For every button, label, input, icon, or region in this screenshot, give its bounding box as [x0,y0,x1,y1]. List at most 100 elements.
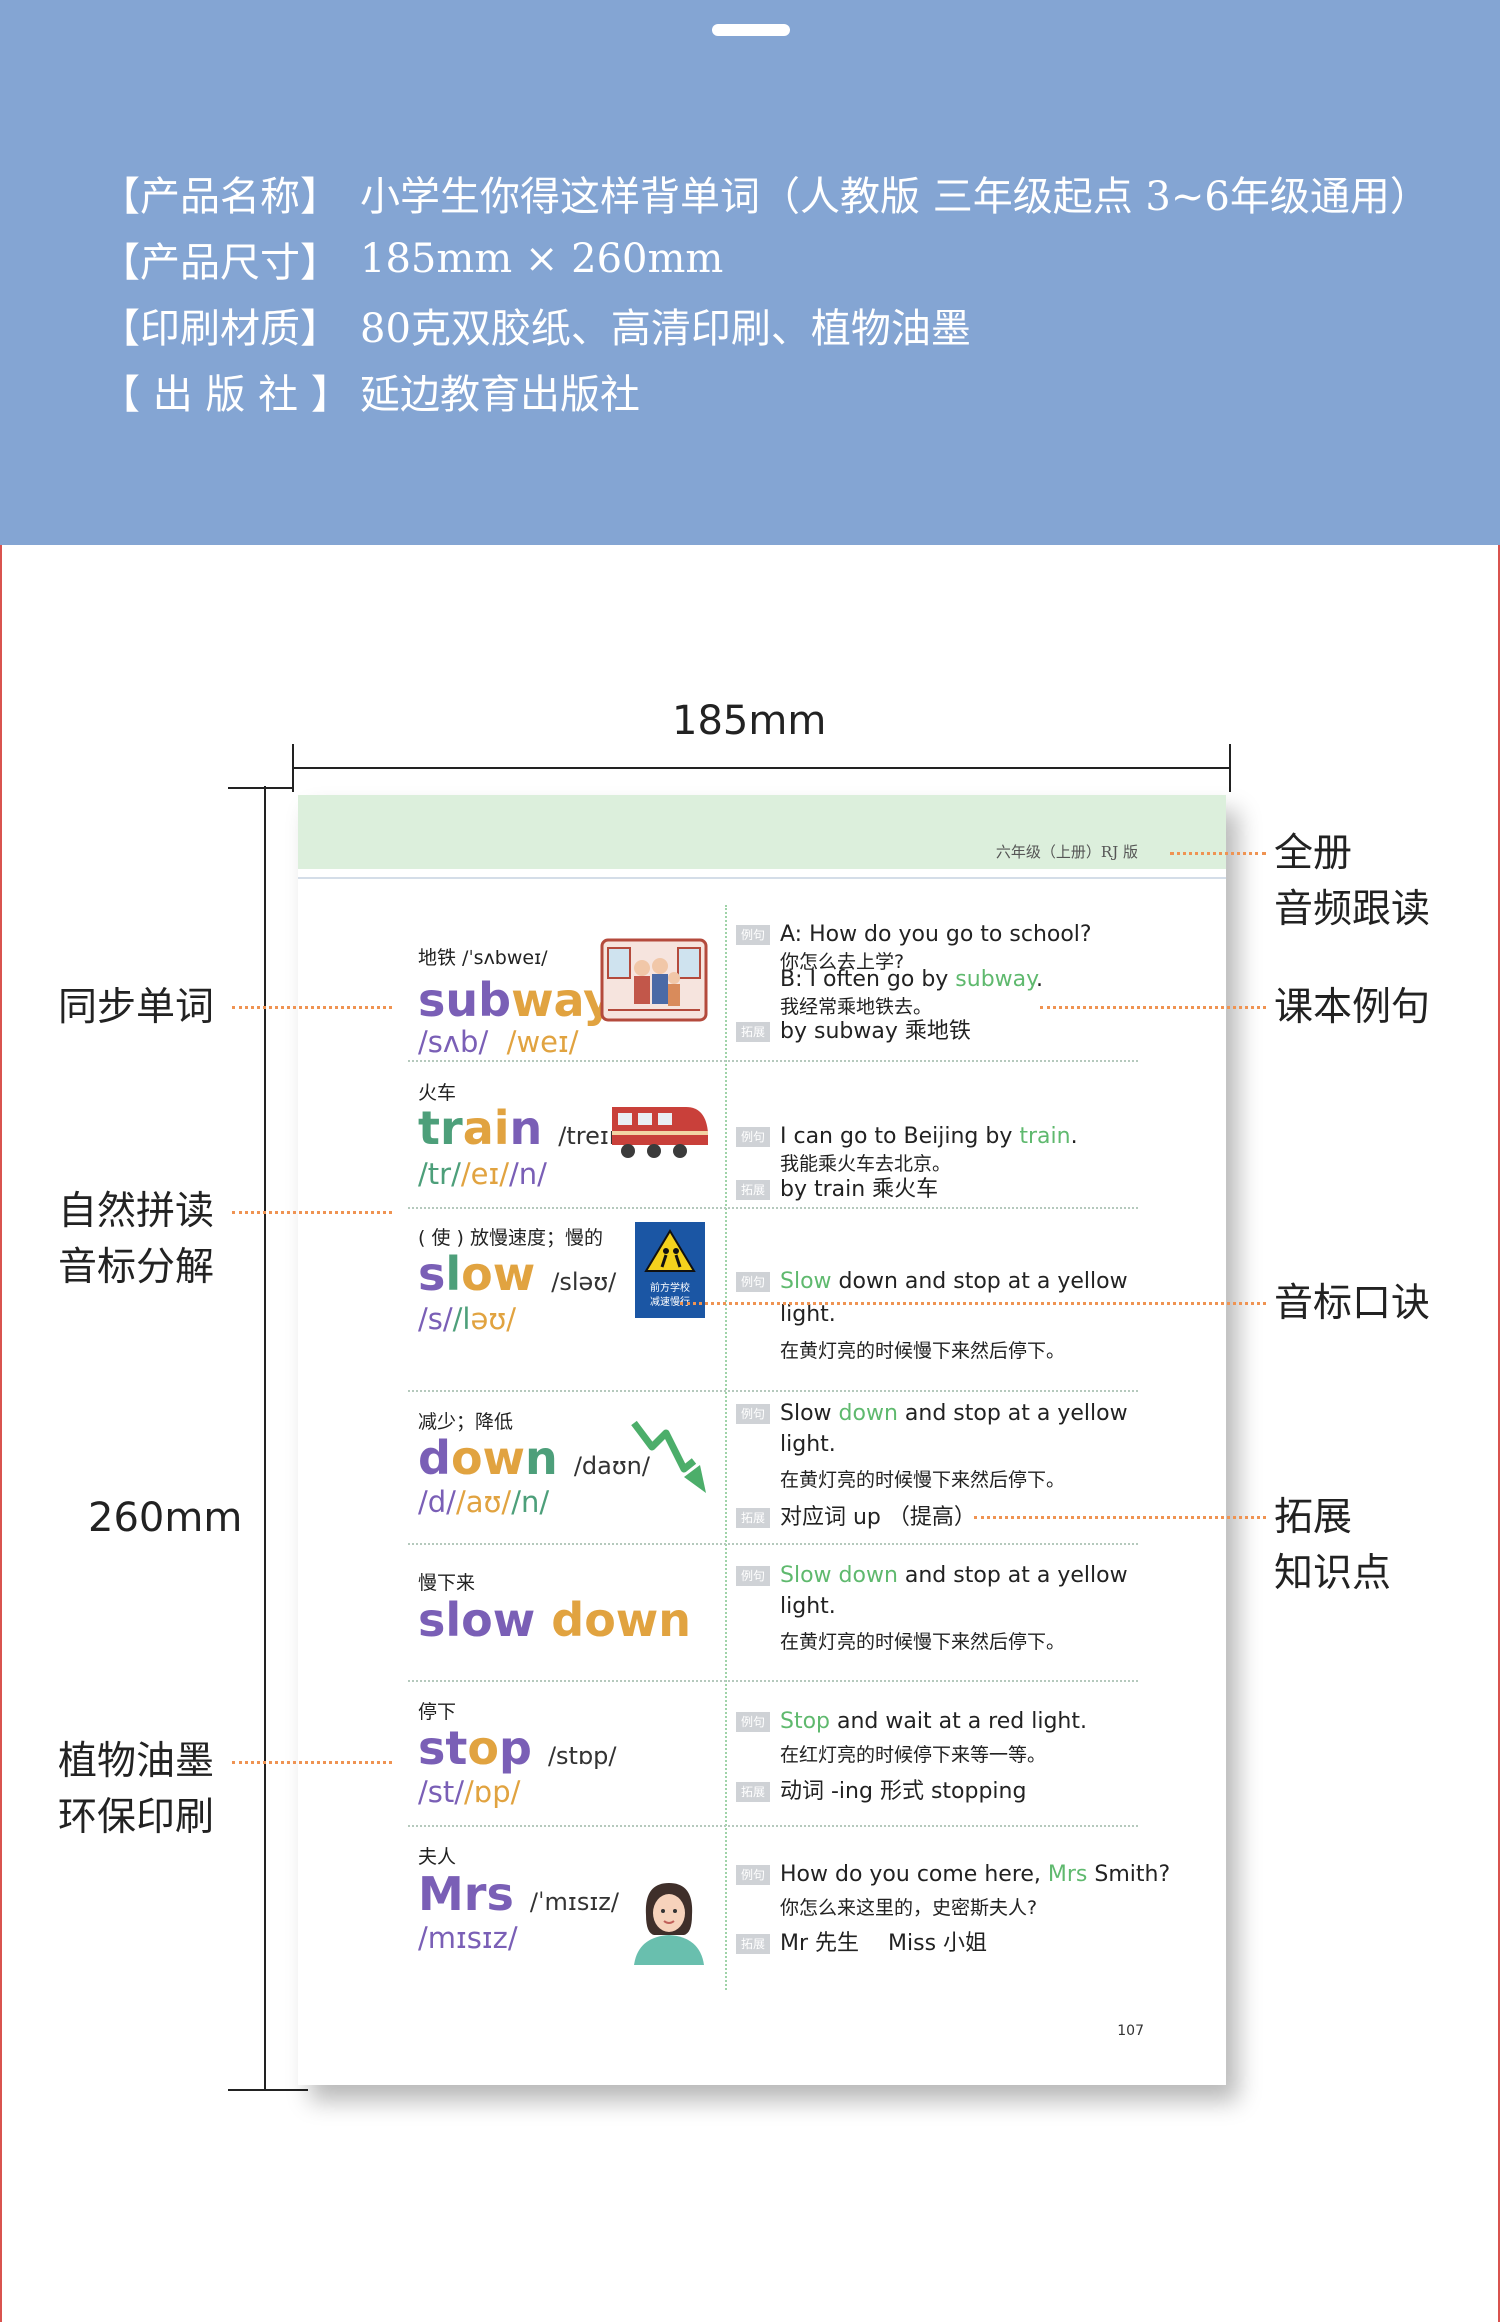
book-page: 六年级（上册）RJ 版 地铁 /ˈsʌbweɪ/ subway /sʌb/ /w… [298,795,1226,2085]
width-tick-right [1229,744,1231,792]
example-tag: 例句 [736,1272,770,1292]
frame-edge-left [0,545,2,2322]
entry-word: down /daʊn/ [418,1431,650,1485]
callout-leader-line [1170,852,1266,855]
example-translation: 我能乘火车去北京。 [780,1153,952,1175]
example-line: light. [780,1302,836,1327]
column-divider [725,905,727,1990]
entry-word: slow down [418,1593,692,1647]
example-tag: 例句 [736,1404,770,1424]
example-translation: 在黄灯亮的时候慢下来然后停下。 [780,1631,1066,1653]
row-separator [408,1825,726,1827]
info-row-size: 【产品尺寸】 185mm × 260mm [100,226,1430,292]
extend-line: 拓展动词 -ing 形式 stopping [736,1773,1026,1805]
subway-illustration [600,938,708,1022]
entry-meaning: 地铁 /ˈsʌbweɪ/ [418,947,548,969]
callout-leader-line [974,1516,1266,1519]
extend-tag: 拓展 [736,1508,770,1528]
frame-edge-right [1498,545,1500,2322]
example-translation: 在黄灯亮的时候慢下来然后停下。 [780,1469,1066,1491]
row-separator [728,1390,1138,1392]
entry-meaning: ( 使 ) 放慢速度；慢的 [418,1227,603,1249]
callout-phonetic-rhyme: 音标口诀 [1274,1281,1431,1326]
example-line: B: I often go by subway. [780,967,1044,992]
callout-leader-line [1040,1006,1266,1009]
entry-segments: /sʌb/ /weɪ/ [418,1025,579,1059]
row-separator [408,1207,726,1209]
drag-handle [712,24,790,36]
page-number: 107 [1117,2023,1144,2039]
callout-eco-ink: 植物油墨 环保印刷 [58,1739,215,1840]
extend-tag: 拓展 [736,1934,770,1954]
example-tag: 例句 [736,1566,770,1586]
info-value: 延边教育出版社 [360,372,640,418]
example-tag: 例句 [736,1712,770,1732]
example-tag: 例句 [736,1865,770,1885]
entry-word: train /treɪn/ [418,1101,633,1155]
entry-meaning: 夫人 [418,1846,457,1868]
height-tick-bottom [228,2089,308,2091]
entry-meaning: 火车 [418,1082,457,1104]
callout-leader-line [232,1761,392,1764]
height-dimension-label: 260mm [88,1495,243,1541]
page-header-text: 六年级（上册）RJ 版 [995,843,1138,861]
height-tick-top [228,787,292,789]
entry-segments: /mɪsɪz/ [418,1921,518,1955]
info-label: 【 出 版 社 】 [100,372,351,418]
row-separator [408,1543,726,1545]
header-rule [298,877,1226,879]
row-separator [728,1680,1138,1682]
info-label: 【产品尺寸】 [100,240,340,286]
row-separator [408,1060,726,1062]
sign-text: 前方学校 [650,1281,690,1294]
example-tag: 例句 [736,925,770,945]
entry-word: stop /stɒp/ [418,1721,617,1775]
info-label: 【产品名称】 [100,174,340,220]
callout-leader-line [232,1006,392,1009]
row-separator [728,1207,1138,1209]
entry-meaning: 停下 [418,1701,457,1723]
entry-segments: /st//ɒp/ [418,1775,521,1809]
height-dimension-line [264,786,266,2091]
width-tick-left [292,744,294,792]
entry-meaning: 减少；降低 [418,1411,514,1433]
example-translation: 我经常乘地铁去。 [780,996,933,1018]
entry-word: subway [418,973,614,1027]
width-dimension-label: 185mm [672,698,827,744]
extend-tag: 拓展 [736,1180,770,1200]
example-line: light. [780,1594,836,1619]
callout-leader-line [680,1302,1266,1305]
entry-segments: /tr//eɪ//n/ [418,1157,547,1191]
product-info-list: 【产品名称】 小学生你得这样背单词（人教版 三年级起点 3~6年级通用） 【产品… [100,160,1430,424]
callout-phonics: 自然拼读 音标分解 [58,1189,215,1290]
woman-illustration [634,1883,704,1965]
info-row-name: 【产品名称】 小学生你得这样背单词（人教版 三年级起点 3~6年级通用） [100,160,1430,226]
example-tag: 例句 [736,1127,770,1147]
entry-word: slow /sləʊ/ [418,1247,617,1301]
info-row-publisher: 【 出 版 社 】 延边教育出版社 [100,358,1430,424]
extend-line: 拓展对应词 up （提高） [736,1499,976,1531]
info-value: 185mm × 260mm [360,236,724,282]
entry-meaning: 慢下来 [418,1572,476,1594]
callout-leader-line [232,1211,392,1214]
info-row-material: 【印刷材质】 80克双胶纸、高清印刷、植物油墨 [100,292,1430,358]
info-label: 【印刷材质】 [100,306,340,352]
callout-textbook-examples: 课本例句 [1274,985,1431,1030]
down-arrow-illustration [631,1420,706,1493]
train-illustration [612,1107,708,1158]
example-line: light. [780,1432,836,1457]
extend-tag: 拓展 [736,1782,770,1802]
callout-sync-words: 同步单词 [58,985,215,1030]
row-separator [408,1680,726,1682]
page-header: 六年级（上册）RJ 版 [298,795,1226,869]
example-translation: 在红灯亮的时候停下来等一等。 [780,1744,1047,1766]
entry-word: Mrs /ˈmɪsɪz/ [418,1867,619,1921]
width-dimension-line [292,767,1231,769]
